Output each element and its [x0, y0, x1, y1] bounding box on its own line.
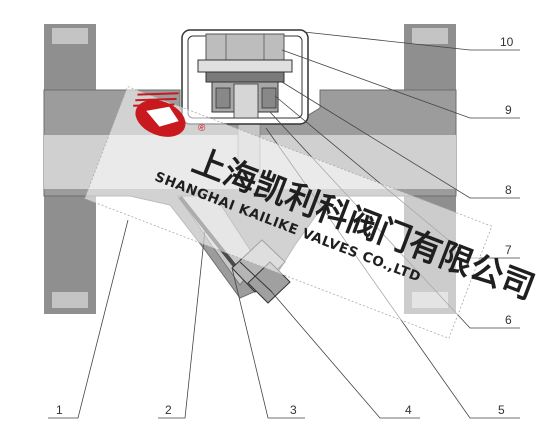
- bonnet: [181, 29, 309, 125]
- callout-8: 8: [505, 183, 512, 197]
- logo-cutout: [146, 106, 179, 127]
- leader-10: [303, 31, 520, 51]
- company-logo: [133, 92, 186, 137]
- callout-2: 2: [165, 403, 172, 417]
- leader-3: [231, 267, 305, 419]
- leader-8: [281, 81, 520, 199]
- callout-4: 4: [405, 403, 412, 417]
- leader-1: [48, 219, 129, 419]
- left-bolt-hole-top: [52, 28, 88, 44]
- callout-6: 6: [505, 313, 512, 327]
- leader-9: [281, 49, 520, 119]
- registered-mark: ®: [196, 122, 207, 135]
- callout-3: 3: [290, 403, 297, 417]
- leader-4: [269, 289, 420, 419]
- watermark-band: [84, 86, 493, 339]
- callout-9: 9: [505, 103, 512, 117]
- callout-labels: 1 2 3 4 5 6 7 8 9 10: [56, 35, 514, 417]
- left-bolt-hole-bottom: [52, 292, 88, 308]
- right-bolt-hole-top: [412, 28, 448, 44]
- callout-1: 1: [56, 403, 63, 417]
- callout-10: 10: [500, 35, 514, 49]
- callout-5: 5: [498, 403, 505, 417]
- callout-7: 7: [505, 243, 512, 257]
- leader-2: [158, 229, 206, 419]
